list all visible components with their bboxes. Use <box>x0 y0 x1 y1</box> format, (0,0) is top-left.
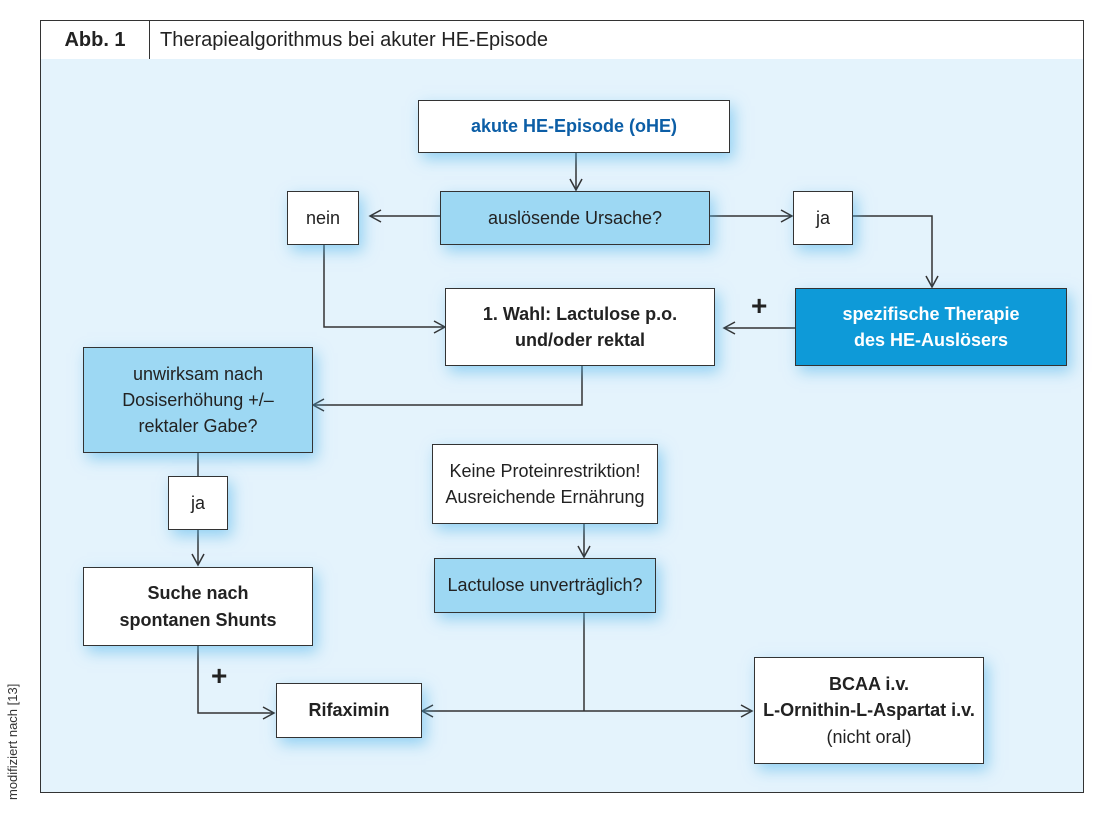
node-cause-question-label: auslösende Ursache? <box>487 207 663 228</box>
node-ineffective-line2: Dosiserhöhung +/– <box>122 389 274 410</box>
node-bcaa-line1: BCAA i.v. <box>828 674 909 695</box>
node-bcaa-line2: L-Ornithin-L-Aspartat i.v. <box>763 700 975 721</box>
node-yes-ineffective: ja <box>168 476 228 530</box>
node-shunt-search-line2: spontanen Shunts <box>119 609 277 630</box>
node-first-choice-line1: 1. Wahl: Lactulose p.o. <box>482 303 678 324</box>
node-shunt-search-line1: Suche nach <box>147 583 249 604</box>
arrow-yes-to-specific <box>853 215 939 289</box>
node-bcaa-line3: (nicht oral) <box>826 726 912 747</box>
figure-title: Therapiealgorithmus bei akuter HE-Episod… <box>160 28 548 51</box>
node-first-choice-line2: und/oder rektal <box>514 330 646 350</box>
arrow-shunts-to-rifaximin <box>197 646 276 720</box>
node-start: akute HE-Episode (oHE) <box>418 100 730 153</box>
node-nutrition-line1: Keine Proteinrestriktion! <box>449 460 641 481</box>
node-rifaximin: Rifaximin <box>276 683 422 738</box>
node-specific-therapy-line2: des HE-Auslösers <box>853 330 1009 350</box>
node-specific-therapy: spezifische Therapie des HE-Auslösers <box>795 288 1067 366</box>
node-ineffective-question: unwirksam nach Dosiserhöhung +/– rektale… <box>83 347 313 453</box>
node-start-label: akute HE-Episode (oHE) <box>470 116 678 137</box>
node-ineffective-line3: rektaler Gabe? <box>138 416 258 437</box>
node-cause-question: auslösende Ursache? <box>440 191 710 245</box>
plus-sign-shunts: + <box>211 660 228 691</box>
node-specific-therapy-line1: spezifische Therapie <box>842 303 1020 324</box>
node-intolerant-label: Lactulose unverträglich? <box>447 575 643 596</box>
node-no: nein <box>287 191 359 245</box>
arrow-no-to-first-choice <box>323 245 447 334</box>
node-rifaximin-label: Rifaximin <box>308 700 390 721</box>
figure-label: Abb. 1 <box>41 21 150 59</box>
figure-header: Abb. 1 Therapiealgorithmus bei akuter HE… <box>40 20 1084 60</box>
node-yes-cause: ja <box>793 191 853 245</box>
node-no-label: nein <box>305 207 341 228</box>
node-yes-ineffective-label: ja <box>190 492 205 513</box>
node-intolerant-question: Lactulose unverträglich? <box>434 558 656 613</box>
arrow-first-choice-to-ineffective <box>311 366 583 412</box>
node-ineffective-line1: unwirksam nach <box>132 363 264 384</box>
source-note: modifiziert nach [13] <box>5 683 20 800</box>
node-bcaa: BCAA i.v. L-Ornithin-L-Aspartat i.v. (ni… <box>754 657 984 764</box>
node-nutrition: Keine Proteinrestriktion! Ausreichende E… <box>432 444 658 524</box>
node-first-choice: 1. Wahl: Lactulose p.o. und/oder rektal <box>445 288 715 366</box>
plus-sign-specific: + <box>751 290 768 321</box>
node-nutrition-line2: Ausreichende Ernährung <box>445 487 645 507</box>
node-shunt-search: Suche nach spontanen Shunts <box>83 567 313 646</box>
node-yes-cause-label: ja <box>815 207 830 228</box>
